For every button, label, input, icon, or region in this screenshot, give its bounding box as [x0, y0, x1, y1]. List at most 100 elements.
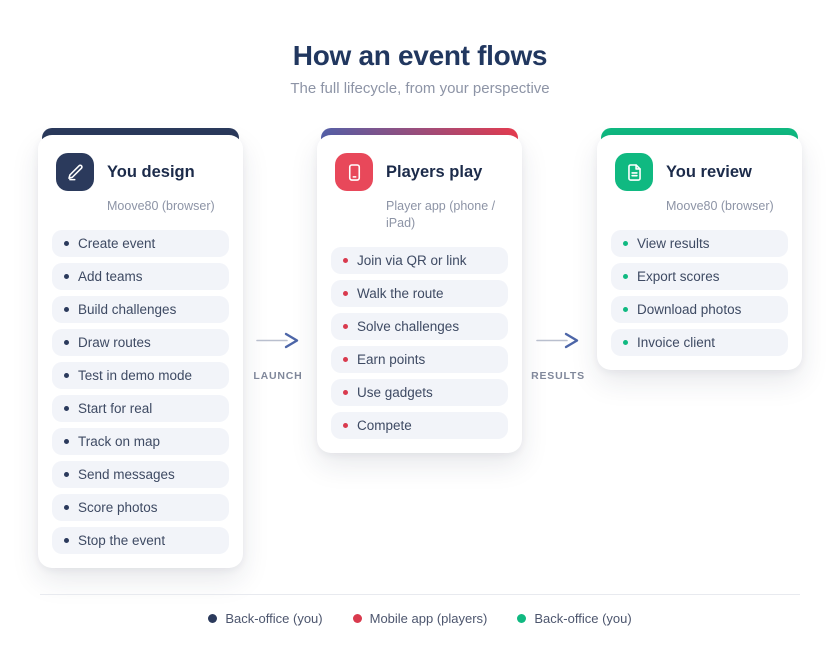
- connector-launch: LAUNCH: [250, 331, 306, 382]
- list-item-label: Add teams: [78, 268, 143, 284]
- card-title: Players play: [386, 162, 483, 181]
- list-item-label: Join via QR or link: [357, 252, 467, 268]
- bullet-dot: [64, 306, 69, 312]
- card-item-list: Create event Add teams Build challenges …: [52, 229, 229, 554]
- card-subtitle: Moove80 (browser): [107, 199, 215, 213]
- list-item: Add teams: [52, 262, 229, 290]
- list-item-label: Send messages: [78, 466, 175, 482]
- card-header: Players play Player app (phone / iPad): [331, 153, 508, 232]
- card-subtitle: Moove80 (browser): [666, 199, 774, 213]
- list-item: Draw routes: [52, 328, 229, 356]
- bullet-dot: [64, 240, 69, 246]
- legend-item-mobile-app: Mobile app (players): [352, 611, 488, 626]
- bullet-dot: [64, 405, 69, 411]
- list-item: Use gadgets: [331, 378, 508, 406]
- legend-dot-red: [352, 614, 362, 623]
- bullet-dot: [64, 438, 69, 444]
- bullet-dot: [623, 339, 628, 345]
- legend-label: Mobile app (players): [369, 611, 488, 626]
- legend-item-back-office-review: Back-office (you): [517, 611, 632, 626]
- list-item: Start for real: [52, 394, 229, 422]
- list-item: Earn points: [331, 345, 508, 373]
- bullet-dot: [343, 356, 348, 362]
- list-item: Download photos: [611, 295, 788, 323]
- bullet-dot: [64, 504, 69, 510]
- card-item-list: Join via QR or link Walk the route Solve…: [331, 246, 508, 439]
- bullet-dot: [64, 273, 69, 279]
- list-item: Score photos: [52, 493, 229, 521]
- arrow-right-icon: [536, 332, 579, 349]
- legend-label: Back-office (you): [225, 611, 323, 626]
- card-header: You design Moove80 (browser): [52, 153, 229, 215]
- card-body: You review Moove80 (browser) View result…: [597, 135, 802, 370]
- list-item-label: Test in demo mode: [78, 367, 193, 383]
- card-body: Players play Player app (phone / iPad) J…: [317, 135, 522, 453]
- pencil-icon: [56, 153, 94, 191]
- list-item-label: Score photos: [78, 499, 158, 515]
- list-item-label: Earn points: [357, 351, 426, 367]
- list-item: Solve challenges: [331, 312, 508, 340]
- bullet-dot: [343, 389, 348, 395]
- legend-dot-navy: [208, 614, 218, 623]
- legend-item-back-office-design: Back-office (you): [208, 611, 323, 626]
- list-item: Walk the route: [331, 279, 508, 307]
- list-item-label: Build challenges: [78, 301, 177, 317]
- card-you-design: You design Moove80 (browser) Create even…: [38, 128, 243, 568]
- list-item-label: View results: [637, 235, 710, 251]
- list-item: Join via QR or link: [331, 246, 508, 274]
- bullet-dot: [623, 240, 628, 246]
- legend-dot-green: [517, 614, 527, 623]
- list-item-label: Draw routes: [78, 334, 151, 350]
- connector-label: LAUNCH: [253, 370, 303, 382]
- card-you-review: You review Moove80 (browser) View result…: [597, 128, 802, 370]
- file-text-icon: [615, 153, 653, 191]
- bullet-dot: [343, 323, 348, 329]
- footer-divider: [40, 594, 800, 595]
- list-item: Compete: [331, 411, 508, 439]
- list-item-label: Stop the event: [78, 532, 166, 548]
- list-item: Send messages: [52, 460, 229, 488]
- list-item-label: Invoice client: [637, 334, 716, 350]
- legend-label: Back-office (you): [534, 611, 632, 626]
- bullet-dot: [623, 306, 628, 312]
- list-item-label: Walk the route: [357, 285, 444, 301]
- list-item-label: Solve challenges: [357, 318, 460, 334]
- card-title: You design: [107, 162, 195, 181]
- list-item-label: Start for real: [78, 400, 153, 416]
- list-item: Build challenges: [52, 295, 229, 323]
- list-item-label: Download photos: [637, 301, 742, 317]
- list-item: Track on map: [52, 427, 229, 455]
- list-item-label: Track on map: [78, 433, 161, 449]
- card-title: You review: [666, 162, 752, 181]
- connector-label: RESULTS: [531, 370, 585, 382]
- bullet-dot: [64, 471, 69, 477]
- list-item-label: Export scores: [637, 268, 720, 284]
- list-item: Invoice client: [611, 328, 788, 356]
- page-title: How an event flows: [292, 40, 548, 71]
- list-item: Stop the event: [52, 526, 229, 554]
- list-item: Test in demo mode: [52, 361, 229, 389]
- bullet-dot: [343, 257, 348, 263]
- bullet-dot: [64, 339, 69, 345]
- arrow-right-icon: [256, 332, 299, 349]
- list-item: Create event: [52, 229, 229, 257]
- card-header: You review Moove80 (browser): [611, 153, 788, 215]
- list-item-label: Create event: [78, 235, 156, 251]
- smartphone-icon: [335, 153, 373, 191]
- card-body: You design Moove80 (browser) Create even…: [38, 135, 243, 568]
- bullet-dot: [64, 537, 69, 543]
- card-players-play: Players play Player app (phone / iPad) J…: [317, 128, 522, 453]
- page-subtitle: The full lifecycle, from your perspectiv…: [290, 80, 550, 97]
- connector-results: RESULTS: [530, 331, 586, 382]
- card-item-list: View results Export scores Download phot…: [611, 229, 788, 356]
- bullet-dot: [64, 372, 69, 378]
- list-item-label: Compete: [357, 417, 412, 433]
- card-subtitle: Player app (phone / iPad): [386, 199, 496, 230]
- bullet-dot: [623, 273, 628, 279]
- list-item: Export scores: [611, 262, 788, 290]
- bullet-dot: [343, 290, 348, 296]
- legend: Back-office (you) Mobile app (players) B…: [0, 611, 840, 626]
- list-item-label: Use gadgets: [357, 384, 433, 400]
- bullet-dot: [343, 422, 348, 428]
